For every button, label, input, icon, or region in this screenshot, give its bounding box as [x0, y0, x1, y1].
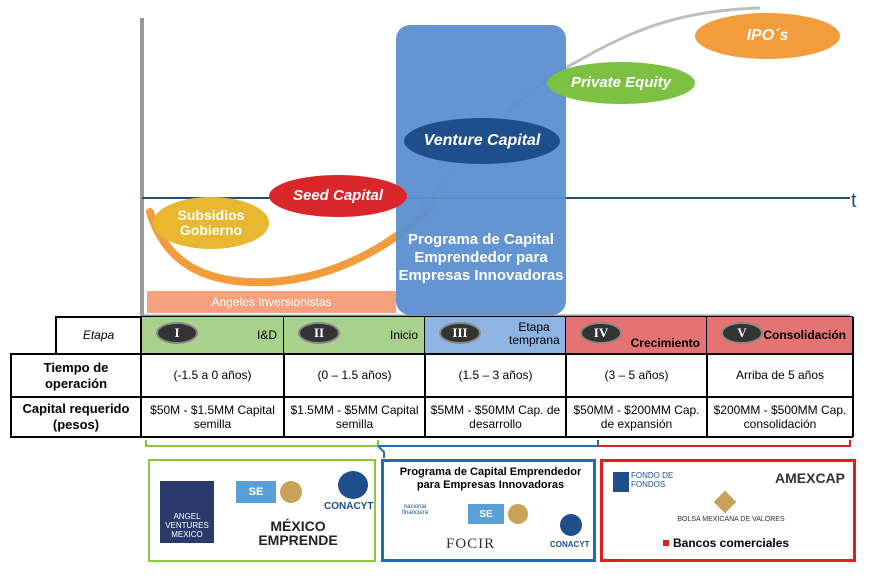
bmv-logo: BOLSA MEXICANA DE VALORES — [677, 516, 785, 523]
capital-cell-5: $200MM - $500MM Cap. consolidación — [713, 402, 847, 431]
mexico-seal-icon-2 — [508, 504, 528, 524]
angel-ventures-logo: ANGEL VENTURES MEXICO — [160, 481, 214, 543]
stage-3-name: Etapa temprana — [509, 320, 560, 348]
fondo-de-fondos-icon — [613, 472, 629, 492]
table-col-2 — [283, 354, 285, 437]
focir-logo: FOCIR — [446, 536, 496, 552]
table-col-4 — [565, 354, 567, 437]
stage-2-numeral: II — [298, 322, 340, 344]
mexico-seal-icon — [280, 481, 302, 503]
table-line-2 — [10, 353, 853, 355]
red-brace — [598, 440, 851, 447]
table-line-3 — [10, 396, 853, 398]
table-col-1 — [140, 317, 142, 437]
venture-label: Venture Capital — [423, 131, 541, 149]
stage-2-name: Inicio — [389, 328, 418, 342]
stage-1: I I&D — [142, 317, 284, 353]
stage-4-numeral: IV — [580, 322, 622, 344]
stage-4-name: Crecimiento — [630, 336, 700, 350]
private-equity-ellipse: Private Equity — [547, 62, 695, 104]
se-logo: SE — [236, 481, 276, 503]
table-col-3 — [424, 354, 426, 437]
ipo-ellipse: IPO´s — [695, 13, 840, 59]
stage-5-name: Consolidación — [763, 328, 846, 342]
green-brace — [145, 440, 379, 447]
capital-cell-2: $1.5MM - $5MM Capital semilla — [290, 402, 419, 431]
blue-brace — [377, 440, 599, 458]
table-col-5 — [706, 354, 708, 437]
angeles-bar: Angeles Inversionistas — [147, 291, 396, 313]
green-logo-box: ANGEL VENTURES MEXICO SE CONACYT MÉXICO … — [148, 459, 376, 562]
capital-cell-1: $50M - $1.5MM Capital semilla — [150, 402, 275, 431]
seed-label: Seed Capital — [292, 187, 384, 205]
conacyt-label-2: CONACYT — [550, 540, 590, 549]
tiempo-cell-5: Arriba de 5 años — [735, 368, 825, 383]
stage-5-numeral: V — [721, 322, 763, 344]
mexico-emprende-logo: MÉXICO EMPRENDE — [258, 518, 338, 548]
bullet-icon — [663, 540, 669, 546]
table-left-top — [55, 317, 57, 353]
fondo-de-fondos-logo: FONDO DE FONDOS — [631, 471, 674, 489]
stage-2: II Inicio — [284, 317, 425, 353]
stage-1-numeral: I — [156, 322, 198, 344]
nafin-logo: nacional financiera — [401, 504, 428, 516]
amexcap-logo: AMEXCAP — [775, 470, 846, 486]
bancos-comerciales-label: Bancos comerciales — [673, 536, 790, 550]
capital-cell-4: $50MM - $200MM Cap. de expansión — [573, 402, 700, 431]
programa-label: Programa de Capital Emprendedor para Emp… — [398, 231, 564, 284]
tiempo-cell-4: (3 – 5 años) — [604, 368, 669, 383]
stage-3-numeral: III — [439, 322, 481, 344]
table-line-4 — [10, 436, 853, 438]
tiempo-cell-3: (1.5 – 3 años) — [458, 368, 533, 383]
blue-box-title: Programa de Capital Emprendedor para Emp… — [399, 466, 582, 492]
row-capital-label: Capital requerido (pesos) — [22, 401, 130, 432]
ipo-label: IPO´s — [746, 26, 789, 44]
etapa-header: Etapa — [82, 327, 115, 342]
table-right — [852, 317, 854, 437]
conacyt-icon — [338, 471, 368, 499]
bmv-icon — [713, 490, 737, 514]
seed-ellipse: Seed Capital — [269, 175, 407, 217]
row-tiempo-label: Tiempo de operación — [43, 359, 109, 391]
tiempo-cell-1: (-1.5 a 0 años) — [173, 368, 252, 383]
stage-3: III Etapa temprana — [425, 317, 566, 353]
table-left — [10, 354, 12, 437]
t-label: t — [851, 190, 857, 212]
tiempo-cell-2: (0 – 1.5 años) — [317, 368, 392, 383]
subsidios-ellipse: Subsidios Gobierno — [153, 197, 269, 249]
stage-5: V Consolidación — [707, 317, 853, 353]
se-logo-2: SE — [468, 504, 504, 524]
private-equity-label: Private Equity — [570, 74, 672, 92]
stage-4: IV Crecimiento — [566, 317, 707, 353]
programa-box — [396, 25, 566, 315]
conacyt-icon-2 — [560, 514, 582, 536]
capital-cell-3: $5MM - $50MM Cap. de desarrollo — [430, 402, 561, 431]
subsidios-label: Subsidios Gobierno — [177, 207, 245, 238]
venture-ellipse: Venture Capital — [404, 118, 560, 164]
red-logo-box: FONDO DE FONDOS AMEXCAP BOLSA MEXICANA D… — [600, 459, 856, 562]
blue-logo-box: Programa de Capital Emprendedor para Emp… — [381, 459, 596, 562]
stage-1-name: I&D — [256, 328, 277, 342]
conacyt-label: CONACYT — [324, 501, 374, 512]
